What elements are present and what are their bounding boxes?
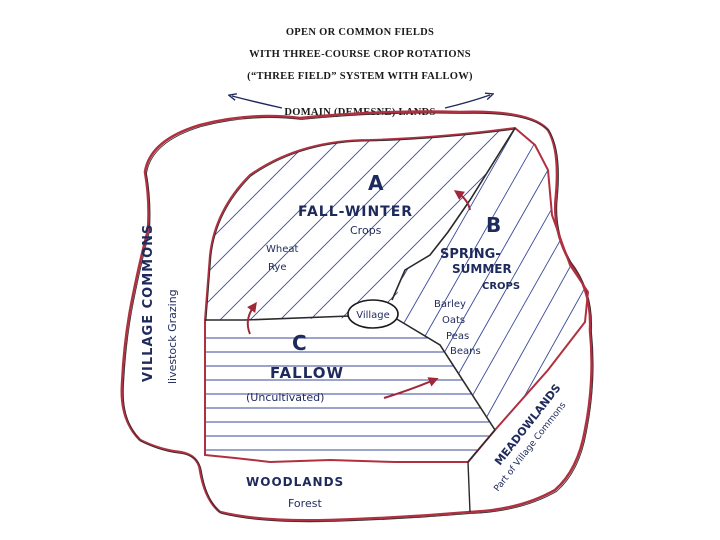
field-b-crop-oats: Oats <box>442 315 465 326</box>
field-b-season-2: SUMMER <box>452 262 512 276</box>
arrow-left-icon <box>232 96 283 109</box>
field-b-crop-beans: Beans <box>450 346 481 357</box>
village-label: Village <box>356 310 390 321</box>
field-c-name: FALLOW <box>270 364 344 382</box>
commons-label-1: VILLAGE COMMONS <box>141 224 156 382</box>
title-line-3: (“THREE FIELD” SYSTEM WITH FALLOW) <box>247 71 473 82</box>
rotation-arrow-ab-icon <box>453 190 471 211</box>
field-c-letter: C <box>292 331 307 355</box>
divider-b-c <box>394 317 496 431</box>
outer-boundary <box>120 110 593 522</box>
woodlands-label-1: WOODLANDS <box>246 475 344 489</box>
divider-meadow <box>467 429 496 513</box>
field-a-crops-word: Crops <box>350 224 382 237</box>
field-c-note: (Uncultivated) <box>246 391 324 404</box>
woodlands-label-2: Forest <box>288 497 322 510</box>
divider-a-c <box>205 315 351 321</box>
divider-a-b <box>391 127 516 301</box>
outer-boundary-inner <box>122 112 594 523</box>
field-b-season-1: SPRING- <box>440 247 501 262</box>
rotation-arrow-cb-icon <box>383 377 439 399</box>
arrow-right-icon <box>444 95 490 109</box>
field-b-crop-peas: Peas <box>446 331 469 342</box>
fields-outline <box>204 126 590 464</box>
title-line-1: OPEN OR COMMON FIELDS <box>285 27 435 38</box>
commons-label-2: livestock Grazing <box>166 289 179 384</box>
field-b-crop-barley: Barley <box>434 299 466 310</box>
field-a-letter: A <box>368 171 384 195</box>
field-a-season: FALL-WINTER <box>298 204 413 220</box>
field-a-crop-rye: Rye <box>268 262 286 273</box>
village-ellipse <box>347 299 399 329</box>
field-b-crops-word: CROPS <box>482 281 520 292</box>
field-a-crop-wheat: Wheat <box>266 244 299 255</box>
field-b-letter: B <box>486 213 501 237</box>
rotation-arrow-ac-icon <box>246 301 257 335</box>
title-line-2: WITH THREE-COURSE CROP ROTATIONS <box>249 49 471 60</box>
